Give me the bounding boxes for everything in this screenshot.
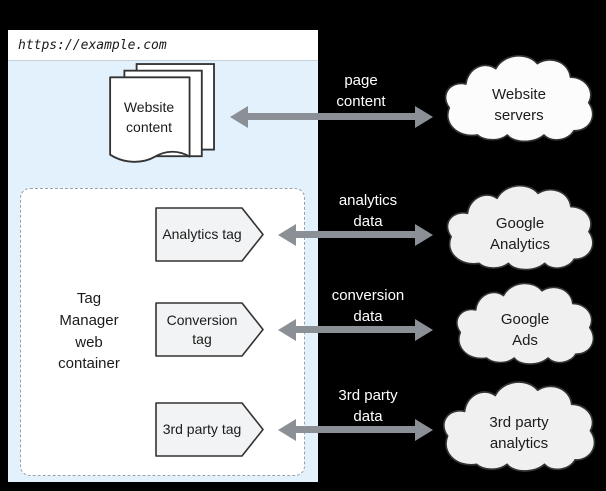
analytics-data-arrow-icon xyxy=(296,231,415,238)
google-analytics-cloud: Google Analytics xyxy=(438,180,602,280)
browser-url-bar: https://example.com xyxy=(8,30,318,61)
google-ads-cloud: Google Ads xyxy=(448,278,602,374)
google-analytics-label: Google Analytics xyxy=(489,215,551,253)
cloud-icon xyxy=(456,282,595,365)
google-ads-label: Google Ads xyxy=(500,311,550,349)
third-party-analytics-cloud: 3rd party analytics xyxy=(434,376,604,482)
page-content-arrow-icon xyxy=(248,113,415,120)
third-party-tag-label: 3rd party tag xyxy=(162,421,242,438)
page-content-flow-label: page content xyxy=(336,72,386,110)
tag-manager-container-label: Tag Manager web container xyxy=(58,290,120,373)
cloud-icon xyxy=(444,55,594,143)
third-party-data-flow-label: 3rd party data xyxy=(338,387,398,425)
tag-shape-icon xyxy=(155,302,264,357)
cloud-icon xyxy=(446,185,594,271)
third-party-analytics-label: 3rd party analytics xyxy=(489,414,549,452)
tag-shape-icon xyxy=(155,207,264,262)
website-content-label: Website content xyxy=(123,99,175,135)
url-text: https://example.com xyxy=(18,37,167,53)
conversion-tag-label: Conversion tag xyxy=(166,311,238,347)
conversion-data-arrow-icon xyxy=(296,326,415,333)
website-content-pages-icon xyxy=(109,63,215,163)
website-servers-cloud: Website servers xyxy=(436,50,602,152)
tag-shape-icon xyxy=(155,402,264,457)
analytics-tag-label: Analytics tag xyxy=(162,226,242,243)
third-party-data-arrow-icon xyxy=(296,426,415,433)
conversion-tag: Conversion tag xyxy=(155,302,265,357)
analytics-tag: Analytics tag xyxy=(155,207,265,262)
analytics-data-flow-label: analytics data xyxy=(338,192,398,230)
third-party-tag: 3rd party tag xyxy=(155,402,265,457)
conversion-data-flow-label: conversion data xyxy=(331,287,405,325)
cloud-icon xyxy=(442,381,596,472)
website-servers-label: Website servers xyxy=(492,86,546,124)
